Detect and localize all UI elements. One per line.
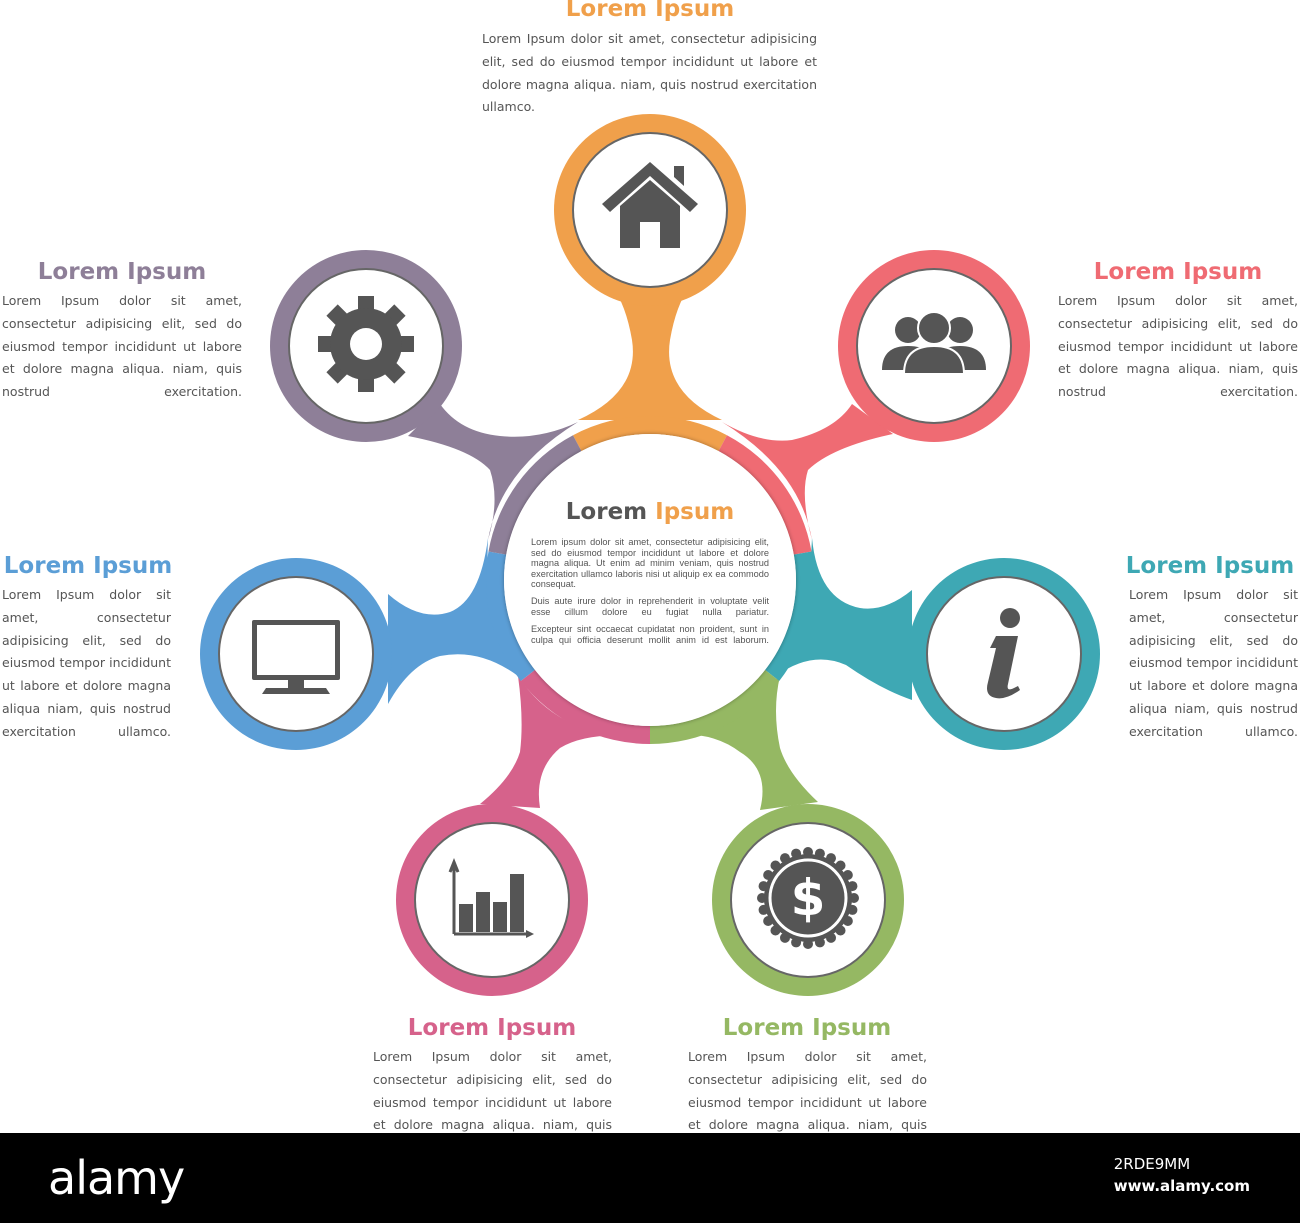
center-paragraph-3: Excepteur sint occaecat cupidatat non pr…	[531, 624, 769, 645]
info-icon	[987, 608, 1020, 699]
center-ring-segment-upper-right	[718, 435, 812, 555]
center-ring-segment-left	[486, 551, 535, 681]
node-group	[200, 114, 1100, 996]
footer-url: www.alamy.com	[1113, 1177, 1250, 1195]
node-title-lower-left: Lorem Ipsum	[407, 1015, 577, 1041]
center-ring	[486, 415, 815, 744]
node-title-lower-right: Lorem Ipsum	[722, 1015, 892, 1041]
svg-text:$: $	[791, 869, 826, 927]
connector-upper-right	[722, 404, 893, 540]
node-text-upper-right: Lorem Ipsum dolor sit amet, consectetur …	[1058, 293, 1298, 400]
center-ring-segment-lower-left	[520, 669, 650, 744]
icon-group: $	[252, 162, 1020, 949]
node-title-top: Lorem Ipsum	[565, 0, 735, 22]
center-paragraph-1: Lorem ipsum dolor sit amet, consectetur …	[531, 537, 769, 590]
node-title-upper-right: Lorem Ipsum	[1093, 259, 1263, 285]
home-icon	[602, 162, 698, 248]
monitor-icon	[252, 620, 340, 694]
node-text-lower-right: Lorem Ipsum dolor sit amet, consectetur …	[688, 1049, 927, 1155]
center-paragraph-2: Duis aute irure dolor in reprehenderit i…	[531, 596, 769, 617]
node-title-right: Lorem Ipsum	[1125, 553, 1295, 579]
node-text-top: Lorem Ipsum dolor sit amet, consectetur …	[482, 31, 817, 115]
center-title: Lorem Ipsum	[500, 498, 800, 526]
footer-bar: alamy 2RDE9MM www.alamy.com	[0, 1133, 1300, 1223]
center-ring-segment-upper-left	[488, 435, 582, 555]
gear-icon	[318, 296, 414, 392]
connector-lower-right	[650, 676, 818, 810]
node-title-left: Lorem Ipsum	[3, 553, 173, 579]
connector-lower-left	[480, 676, 650, 808]
footer-image-info: 2RDE9MM www.alamy.com	[1114, 1153, 1250, 1197]
center-ring-segment-lower-right	[650, 669, 780, 744]
connector-top	[578, 286, 722, 420]
diagram-canvas: $	[200, 114, 1100, 996]
footer-logo: alamy	[48, 1151, 185, 1205]
node-title-upper-left: Lorem Ipsum	[37, 259, 207, 285]
center-ring-segment-right	[765, 551, 815, 681]
connector-left	[388, 538, 518, 704]
center-inner-circle	[504, 434, 796, 726]
node-text-right: Lorem Ipsum dolor sit amet, consectetur …	[1129, 587, 1298, 739]
node-text-upper-left: Lorem Ipsum dolor sit amet, consectetur …	[2, 293, 242, 400]
bar-chart-icon	[448, 857, 534, 938]
users-icon	[882, 311, 986, 375]
dollar-coin-icon: $	[757, 847, 859, 949]
footer-image-id: 2RDE9MM	[1113, 1155, 1191, 1173]
node-center-lower-left	[414, 822, 570, 978]
node-text-left: Lorem Ipsum dolor sit amet, consectetur …	[2, 587, 171, 739]
connector-upper-left	[408, 404, 578, 540]
center-title-part2: Ipsum	[655, 499, 735, 525]
center-ring-segment-top	[573, 415, 727, 452]
center-title-part1: Lorem	[565, 499, 648, 525]
